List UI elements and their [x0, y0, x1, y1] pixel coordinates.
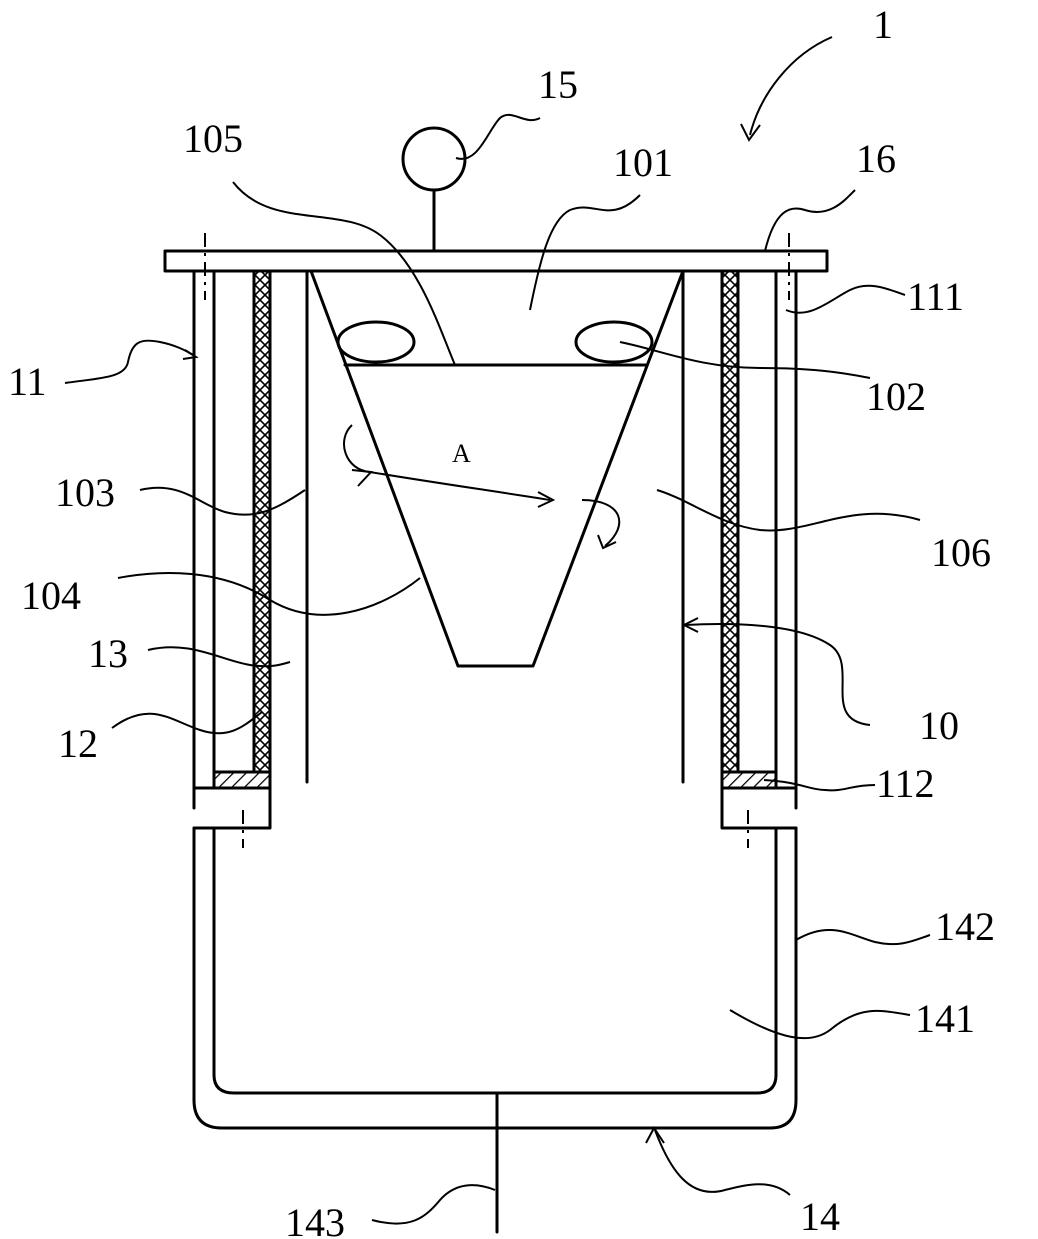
label-111: 111: [907, 274, 964, 319]
leader-14: [654, 1129, 791, 1196]
label-12: 12: [58, 721, 98, 766]
label-141: 141: [915, 996, 975, 1041]
flow-arrow-path: [343, 424, 551, 501]
label-A: A: [452, 439, 471, 468]
tank-inner: [212, 826, 778, 1095]
heater-left: [252, 269, 272, 774]
label-1: 1: [873, 2, 893, 47]
nozzle-left: [336, 320, 416, 364]
ref-arrowhead-14: [645, 1126, 665, 1144]
flow-arrow-curl: [581, 499, 621, 547]
leader-142: [795, 929, 931, 946]
leader-112: [763, 779, 876, 792]
ref-arrowhead-11: [182, 349, 199, 360]
label-103: 103: [55, 470, 115, 515]
leader-16: [764, 189, 856, 252]
label-106: 106: [931, 530, 991, 575]
funnel: [309, 269, 685, 668]
ref-arrowhead-10: [681, 617, 699, 633]
nozzle-right: [574, 320, 654, 364]
leader-105: [232, 181, 456, 366]
ref-arrow-main: [749, 36, 833, 136]
label-16: 16: [856, 136, 896, 181]
leader-10: [684, 623, 871, 726]
leader-103: [139, 486, 306, 516]
flow-arrowhead: [537, 491, 556, 508]
leader-11: [64, 339, 196, 384]
label-11: 11: [8, 359, 47, 404]
label-143: 143: [285, 1200, 345, 1239]
flange-right: [720, 786, 798, 830]
label-105: 105: [183, 116, 243, 161]
label-102: 102: [866, 374, 926, 419]
leader-106: [656, 489, 921, 532]
leader-143: [371, 1184, 496, 1225]
leader-12: [111, 711, 263, 735]
leader-102: [619, 341, 871, 379]
tank-outer: [192, 826, 798, 1130]
ref-arrowhead-main: [740, 123, 761, 142]
label-112: 112: [876, 761, 935, 806]
cover-plate: [163, 249, 829, 273]
label-101: 101: [613, 140, 673, 185]
label-15: 15: [538, 62, 578, 107]
leader-104: [117, 572, 421, 616]
leader-15: [455, 113, 541, 160]
label-14: 14: [800, 1194, 840, 1239]
sensor-circle: [401, 126, 467, 192]
leader-101: [529, 194, 641, 311]
leader-141: [729, 1009, 911, 1040]
flange-left: [192, 786, 272, 830]
label-13: 13: [88, 631, 128, 676]
leader-111: [785, 284, 906, 314]
label-104: 104: [21, 573, 81, 618]
label-142: 142: [935, 904, 995, 949]
label-10: 10: [919, 703, 959, 748]
leader-13: [147, 646, 291, 668]
flow-arrowhead-start: [351, 469, 374, 487]
seal-left: [212, 770, 272, 790]
flow-arrowhead-end: [597, 534, 617, 550]
